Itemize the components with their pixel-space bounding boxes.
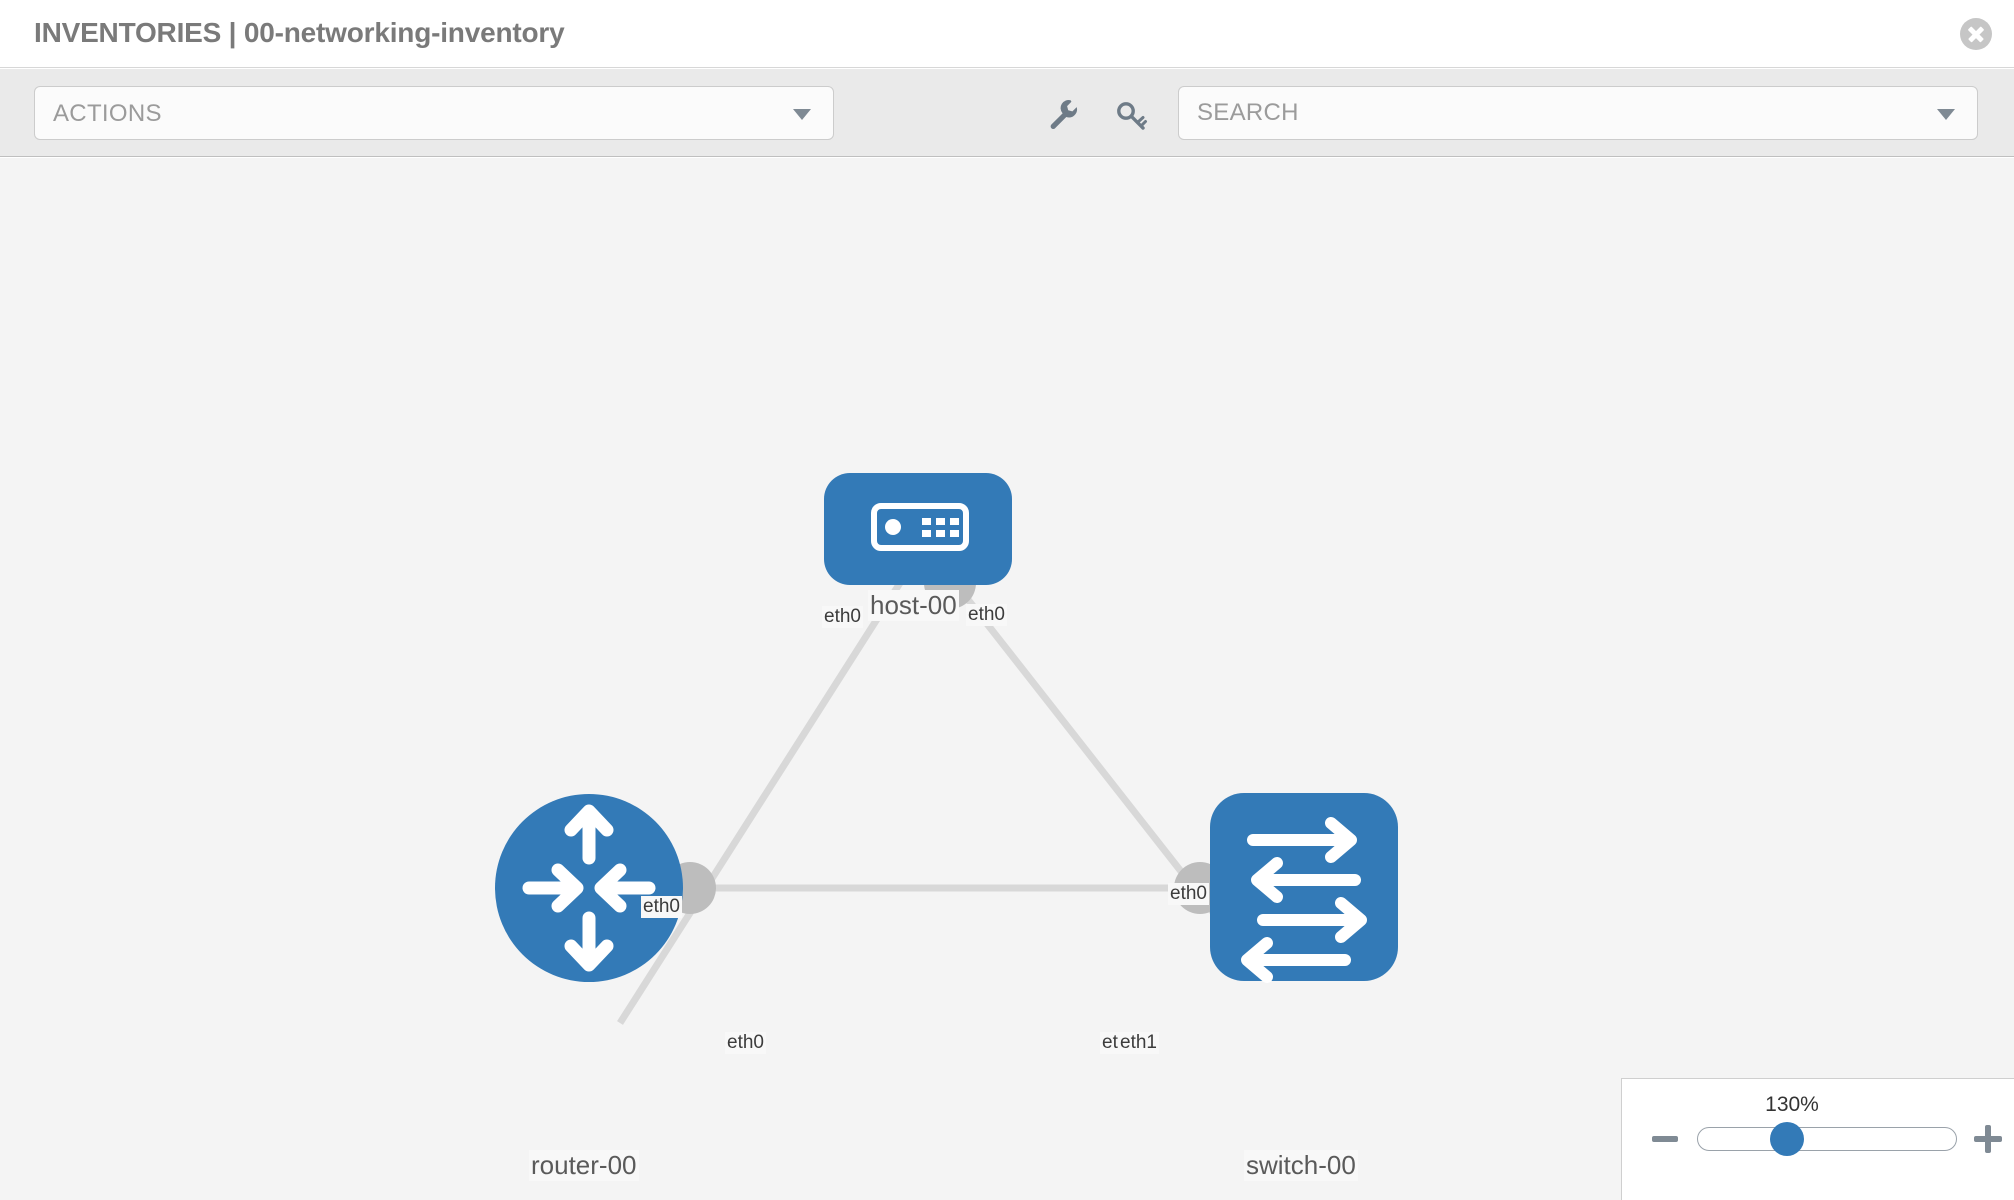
zoom-out-button[interactable]	[1652, 1136, 1678, 1142]
zoom-percent-label: 130%	[1765, 1093, 1819, 1116]
page-title: INVENTORIES | 00-networking-inventory	[34, 17, 565, 48]
chevron-down-icon	[793, 109, 811, 120]
edge-host-router	[617, 581, 903, 1025]
zoom-in-button[interactable]	[1974, 1125, 2002, 1153]
node-host-00	[824, 473, 1012, 585]
close-icon[interactable]	[1960, 18, 1992, 50]
search-field-wrapper[interactable]	[1178, 86, 1978, 140]
zoom-slider-track[interactable]	[1697, 1127, 1957, 1151]
key-icon[interactable]	[1114, 97, 1148, 131]
edge-label-switch-left-eth1: eth1	[1118, 1032, 1159, 1054]
edge-label-host-left-eth0: eth0	[822, 606, 863, 628]
node-switch-00	[1210, 793, 1398, 983]
zoom-control-panel: 130%	[1621, 1078, 2014, 1200]
topology-graph	[495, 473, 1398, 1025]
toolbar: ACTIONS	[0, 69, 2014, 157]
topology-canvas[interactable]: eth0 host-00 eth0 eth0 eth0 eth0 eth eth…	[0, 158, 2014, 1200]
page-header: INVENTORIES | 00-networking-inventory	[0, 0, 2014, 68]
edge-label-router-right-eth0: eth0	[725, 1032, 766, 1054]
zoom-slider-thumb[interactable]	[1770, 1122, 1804, 1156]
actions-dropdown[interactable]: ACTIONS	[34, 86, 834, 140]
node-router-00	[495, 794, 683, 982]
node-label-host-00: host-00	[868, 590, 959, 621]
node-label-router-00: router-00	[529, 1150, 639, 1181]
edge-label-host-right-eth0: eth0	[966, 604, 1007, 626]
node-label-switch-00: switch-00	[1244, 1150, 1358, 1181]
search-input[interactable]	[1197, 87, 1917, 139]
actions-dropdown-label: ACTIONS	[53, 100, 162, 127]
wrench-icon[interactable]	[1046, 97, 1080, 131]
chevron-down-icon[interactable]	[1937, 109, 1955, 120]
edge-label-router-diag-eth0: eth0	[641, 896, 682, 918]
edge-label-switch-diag-eth0: eth0	[1168, 883, 1209, 905]
